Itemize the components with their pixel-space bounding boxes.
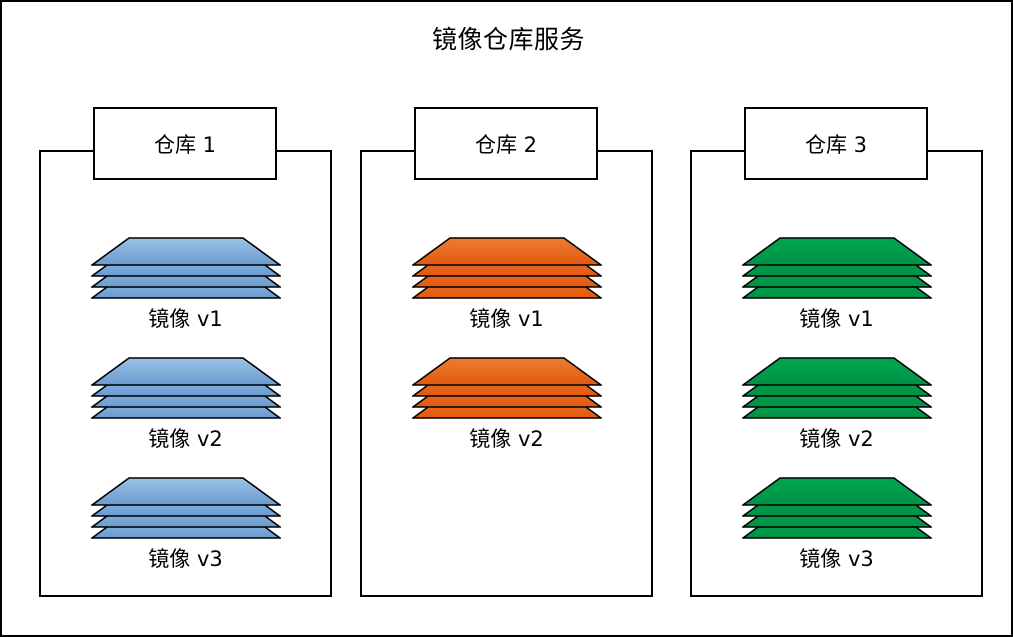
image-tag-label: 镜像 v2 bbox=[469, 427, 544, 451]
image-layer-icon bbox=[741, 357, 932, 387]
image-tag-label: 镜像 v3 bbox=[799, 547, 874, 571]
repository-header-3[interactable]: 仓库 3 bbox=[744, 107, 928, 180]
image-layer-icon bbox=[741, 477, 932, 507]
image-layer-stack bbox=[741, 477, 932, 539]
image-layer-icon bbox=[411, 357, 602, 387]
image-tag-label: 镜像 v1 bbox=[148, 307, 223, 331]
image-stack-item[interactable]: 镜像 v1 bbox=[690, 237, 983, 357]
repository-group-2[interactable]: 镜像 v1 镜像 v2 仓库 2 bbox=[360, 107, 653, 597]
image-stack-item[interactable]: 镜像 v1 bbox=[360, 237, 653, 357]
repository-header-label: 仓库 2 bbox=[474, 132, 538, 157]
image-layer-icon bbox=[90, 237, 281, 267]
image-layer-icon bbox=[741, 237, 932, 267]
image-layer-icon bbox=[90, 357, 281, 387]
image-layer-stack bbox=[90, 237, 281, 299]
image-tag-label: 镜像 v2 bbox=[148, 427, 223, 451]
image-layer-stack bbox=[411, 357, 602, 419]
image-stack-item[interactable]: 镜像 v1 bbox=[39, 237, 332, 357]
repository-header-label: 仓库 1 bbox=[153, 132, 217, 157]
image-stack-list-2: 镜像 v1 镜像 v2 bbox=[360, 180, 653, 597]
image-layer-stack bbox=[741, 237, 932, 299]
repository-header-1[interactable]: 仓库 1 bbox=[93, 107, 277, 180]
repository-header-label: 仓库 3 bbox=[804, 132, 868, 157]
repository-group-1[interactable]: 镜像 v1 镜像 v2 镜像 v3 仓库 1 bbox=[39, 107, 332, 597]
repository-header-2[interactable]: 仓库 2 bbox=[414, 107, 598, 180]
page-title: 镜像仓库服务 bbox=[431, 25, 585, 54]
image-layer-stack bbox=[90, 357, 281, 419]
image-layer-stack bbox=[411, 237, 602, 299]
image-stack-item[interactable]: 镜像 v3 bbox=[690, 477, 983, 597]
repository-group-3[interactable]: 镜像 v1 镜像 v2 镜像 v3 仓库 3 bbox=[690, 107, 983, 597]
image-tag-label: 镜像 v1 bbox=[799, 307, 874, 331]
image-stack-item[interactable]: 镜像 v2 bbox=[690, 357, 983, 477]
image-stack-item[interactable]: 镜像 v2 bbox=[360, 357, 653, 477]
image-stack-list-1: 镜像 v1 镜像 v2 镜像 v3 bbox=[39, 180, 332, 597]
image-stack-list-3: 镜像 v1 镜像 v2 镜像 v3 bbox=[690, 180, 983, 597]
image-layer-stack bbox=[741, 357, 932, 419]
image-stack-item[interactable]: 镜像 v3 bbox=[39, 477, 332, 597]
image-tag-label: 镜像 v1 bbox=[469, 307, 544, 331]
image-layer-stack bbox=[90, 477, 281, 539]
image-layer-icon bbox=[411, 237, 602, 267]
image-layer-icon bbox=[90, 477, 281, 507]
image-tag-label: 镜像 v3 bbox=[148, 547, 223, 571]
image-tag-label: 镜像 v2 bbox=[799, 427, 874, 451]
image-stack-item[interactable]: 镜像 v2 bbox=[39, 357, 332, 477]
